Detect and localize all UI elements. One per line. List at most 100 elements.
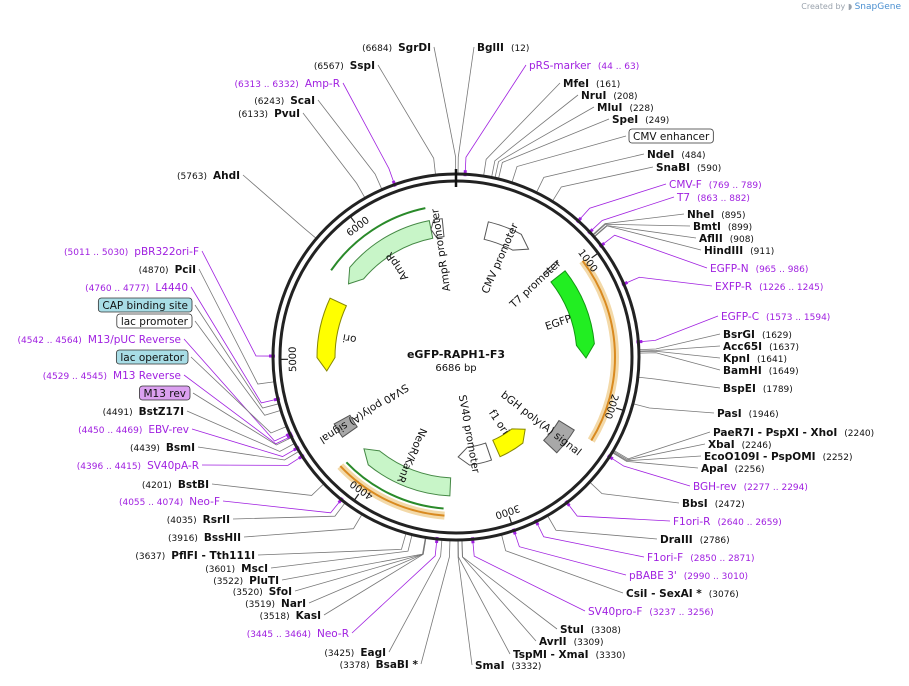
- label-sspi[interactable]: SspI(6567): [314, 60, 375, 72]
- label-f1ori-r[interactable]: F1ori-R(2640 .. 2659): [673, 516, 782, 528]
- label-spei[interactable]: SpeI(249): [612, 114, 669, 126]
- label-bstbi[interactable]: BstBI(4201): [142, 479, 209, 491]
- label-bmti[interactable]: BmtI(899): [693, 221, 752, 233]
- label-pflfi-tth111i[interactable]: PflFI - Tth111I(3637): [135, 550, 255, 562]
- label-rsrii[interactable]: RsrII(4035): [167, 514, 230, 526]
- label-ebv-rev[interactable]: EBV-rev(4450 .. 4469): [78, 424, 189, 436]
- label-neo-r[interactable]: Neo-R(3445 .. 3464): [247, 628, 349, 640]
- label-f1ori-f[interactable]: F1ori-F(2850 .. 2871): [647, 552, 755, 564]
- label-cap-binding-site[interactable]: CAP binding site: [97, 297, 193, 313]
- label-ahdi[interactable]: AhdI(5763): [177, 170, 240, 182]
- label-kasi[interactable]: KasI(3518): [260, 610, 321, 622]
- label-pos: (2277 .. 2294): [744, 483, 808, 493]
- label-pcii[interactable]: PciI(4870): [139, 264, 196, 276]
- label-m13-reverse[interactable]: M13 Reverse(4529 .. 4545): [43, 370, 181, 382]
- label-sv40pa-r[interactable]: SV40pA-R(4396 .. 4415): [77, 460, 199, 472]
- label-aflii[interactable]: AflII(908): [699, 233, 754, 245]
- label-pbr322ori-f[interactable]: pBR322ori-F(5011 .. 5030): [64, 246, 199, 258]
- label-acc65i[interactable]: Acc65I(1637): [723, 341, 799, 353]
- label-pluti[interactable]: PluTI(3522): [213, 575, 279, 587]
- label-bsabi[interactable]: BsaBI *(3378): [340, 659, 419, 671]
- label-pasi[interactable]: PasI(1946): [717, 408, 779, 420]
- label-msci[interactable]: MscI(3601): [205, 563, 268, 575]
- label-apai[interactable]: ApaI(2256): [701, 463, 765, 475]
- label-pvui[interactable]: PvuI(6133): [238, 108, 300, 120]
- label-egfp-c[interactable]: EGFP-C(1573 .. 1594): [721, 311, 830, 323]
- label-paer7i-pspxi-xhoi[interactable]: PaeR7I - PspXI - XhoI(2240): [713, 427, 874, 439]
- label-name: BsaBI *: [376, 659, 419, 671]
- feature-egfp[interactable]: [550, 270, 595, 359]
- label-bstz17i[interactable]: BstZ17I(4491): [103, 406, 184, 418]
- label-bsshii[interactable]: BssHII(3916): [168, 532, 241, 544]
- label-neo-f[interactable]: Neo-F(4055 .. 4074): [119, 496, 220, 508]
- feature-cmv-promoter[interactable]: [483, 221, 530, 251]
- label-bsmi[interactable]: BsmI(4439): [130, 442, 195, 454]
- label-ndei[interactable]: NdeI(484): [647, 149, 706, 161]
- leader-bstbi: [211, 483, 324, 496]
- feature-ampr-promoter[interactable]: [430, 218, 445, 239]
- label-avrii[interactable]: AvrII(3309): [539, 636, 604, 648]
- label-lac-promoter[interactable]: lac promoter: [116, 313, 193, 329]
- label-egfp-n[interactable]: EGFP-N(965 .. 986): [710, 263, 808, 275]
- label-nrui[interactable]: NruI(208): [581, 90, 638, 102]
- label-sgrdi[interactable]: SgrDI(6684): [362, 42, 431, 54]
- label-exfp-r[interactable]: EXFP-R(1226 .. 1245): [715, 281, 823, 293]
- feature-bgh-poly-a-signal[interactable]: [543, 419, 575, 454]
- label-bglii[interactable]: BglII(12): [477, 42, 529, 54]
- label-m13-rev[interactable]: M13 rev: [139, 385, 191, 401]
- label-ecoo109i-pspomi[interactable]: EcoO109I - PspOMI(2252): [704, 451, 853, 463]
- feature-sv40-promoter[interactable]: [457, 442, 493, 466]
- label-prs-marker[interactable]: pRS-marker(44 .. 63): [529, 60, 639, 72]
- feature-neor-kanr[interactable]: [363, 448, 452, 497]
- label-cmv-f[interactable]: CMV-F(769 .. 789): [669, 179, 762, 191]
- label-m13-puc-reverse[interactable]: M13/pUC Reverse(4542 .. 4564): [18, 334, 181, 346]
- label-nari[interactable]: NarI(3519): [245, 598, 306, 610]
- label-bsrgi[interactable]: BsrGI(1629): [723, 329, 792, 341]
- leader-neo-r: [351, 539, 438, 634]
- label-name: NdeI: [647, 149, 674, 161]
- label-snabi[interactable]: SnaBI(590): [656, 162, 721, 174]
- label-name: pRS-marker: [529, 60, 592, 72]
- label-tspmi-xmai[interactable]: TspMI - XmaI(3330): [513, 649, 626, 661]
- label-pos: (4439): [130, 444, 160, 454]
- feature-ampr[interactable]: [347, 220, 434, 285]
- feature-t7-promoter[interactable]: [542, 260, 559, 276]
- leader-mfei: [483, 82, 561, 176]
- label-amp-r[interactable]: Amp-R(6313 .. 6332): [235, 78, 340, 90]
- label-bspei[interactable]: BspEI(1789): [723, 383, 793, 395]
- label-sv40pro-f[interactable]: SV40pro-F(3237 .. 3256): [588, 606, 714, 618]
- label-mfei[interactable]: MfeI(161): [563, 78, 620, 90]
- label-nhei[interactable]: NheI(895): [687, 209, 746, 221]
- feature-ori[interactable]: [316, 297, 348, 372]
- label-mlui[interactable]: MluI(228): [597, 102, 654, 114]
- label-sfoi[interactable]: SfoI(3520): [233, 586, 292, 598]
- label-l4440[interactable]: L4440(4760 .. 4777): [85, 282, 188, 294]
- leader-xbai: [613, 443, 706, 461]
- label-pos: (4450 .. 4469): [78, 426, 142, 436]
- feature-sv40-poly-a-signal[interactable]: [333, 414, 358, 438]
- label-hindiii[interactable]: HindIII(911): [704, 245, 774, 257]
- label-stui[interactable]: StuI(3308): [560, 624, 621, 636]
- leader-aflii: [594, 225, 697, 239]
- feature-f1-ori[interactable]: [492, 428, 526, 458]
- label-pos: (3522): [213, 577, 243, 587]
- label-bgh-rev[interactable]: BGH-rev(2277 .. 2294): [693, 481, 808, 493]
- label-xbai[interactable]: XbaI(2246): [708, 439, 772, 451]
- label-bamhi[interactable]: BamHI(1649): [723, 365, 799, 377]
- label-name: BssHII: [204, 532, 241, 544]
- label-pos: (2850 .. 2871): [690, 554, 754, 564]
- label-eagi[interactable]: EagI(3425): [324, 647, 386, 659]
- feature-label-sv40-poly-a-signal: SV40 poly(A) signal: [317, 381, 410, 446]
- label-smai[interactable]: SmaI(3332): [475, 660, 541, 672]
- label-pos: (4055 .. 4074): [119, 498, 183, 508]
- label-draiii[interactable]: DraIII(2786): [660, 534, 730, 546]
- label-pbabe-3[interactable]: pBABE 3'(2990 .. 3010): [629, 570, 748, 582]
- label-name: RsrII: [203, 514, 230, 526]
- label-csii-sexai[interactable]: CsiI - SexAI *(3076): [626, 588, 739, 600]
- label-cmv-enhancer[interactable]: CMV enhancer: [628, 128, 714, 144]
- label-lac-operator[interactable]: lac operator: [115, 349, 189, 365]
- label-kpni[interactable]: KpnI(1641): [723, 353, 787, 365]
- label-t7[interactable]: T7(863 .. 882): [676, 192, 750, 204]
- label-scai[interactable]: ScaI(6243): [254, 95, 315, 107]
- label-bbsi[interactable]: BbsI(2472): [682, 498, 745, 510]
